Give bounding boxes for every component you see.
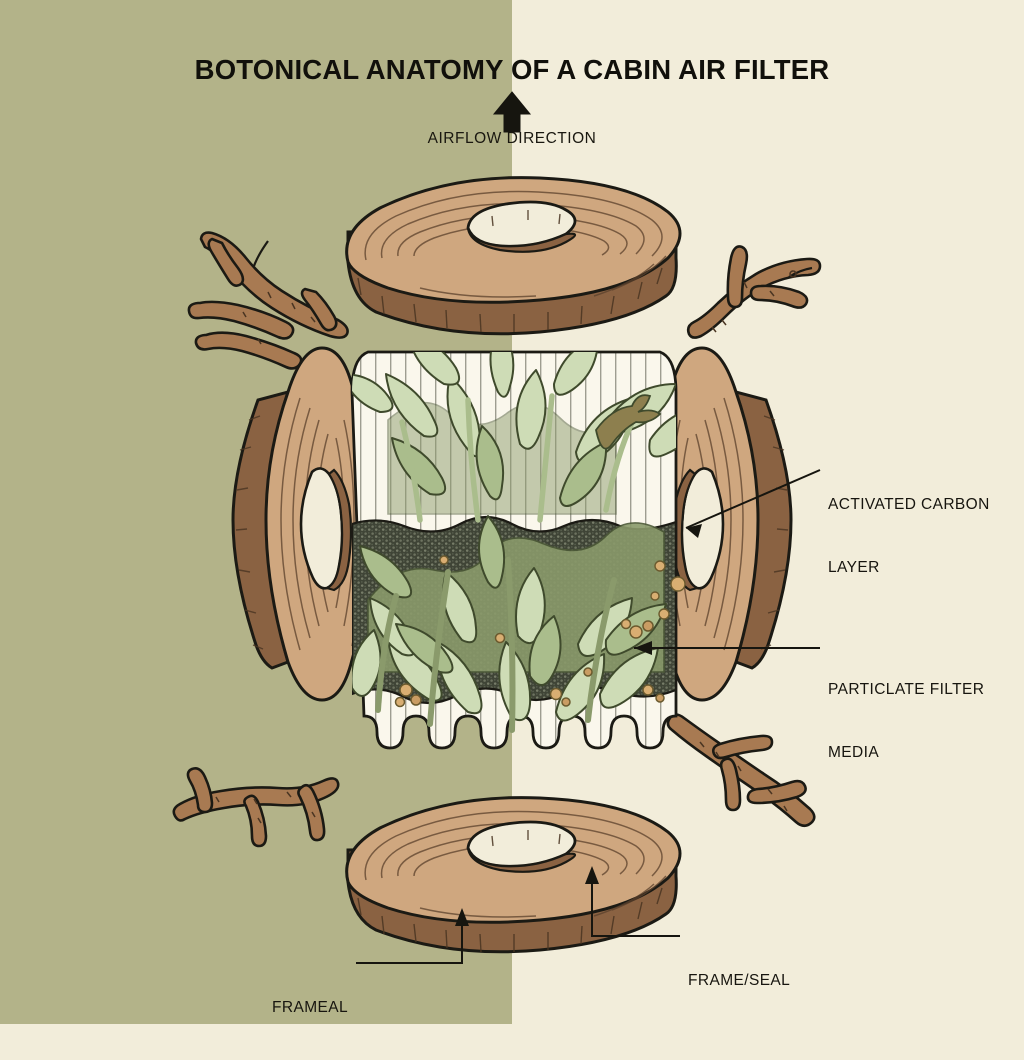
- top-cap-disc: [345, 176, 682, 336]
- callout-activated-carbon: ACTIVATED CARBON LAYER: [828, 452, 990, 620]
- callout-particulate-media-line2: MEDIA: [828, 744, 880, 761]
- filter-body: [350, 350, 686, 750]
- bottom-cap-disc: [345, 796, 682, 954]
- diagram-canvas: BOTONICAL ANATOMY OF A CABIN AIR FILTER …: [0, 0, 990, 1024]
- airflow-label: AIRFLOW DIRECTION: [427, 130, 597, 147]
- airflow-arrow-icon: [492, 91, 532, 133]
- callout-frameal-line1: FRAMEAL: [272, 999, 349, 1016]
- callout-particulate-media-line1: PARTICLATE FILTER: [828, 681, 985, 698]
- right-disc: [650, 346, 793, 702]
- callout-activated-carbon-line2: LAYER: [828, 559, 880, 576]
- twig-top-left: [187, 231, 349, 370]
- twig-bottom-right: [666, 713, 816, 828]
- callout-particulate-media: PARTICLATE FILTER MEDIA: [828, 637, 984, 805]
- twig-top-right: [686, 245, 822, 339]
- callout-activated-carbon-line1: ACTIVATED CARBON: [828, 496, 990, 513]
- airborne-particles: [650, 560, 686, 620]
- callout-frame-seal-line1: FRAME/SEAL: [688, 972, 791, 989]
- callout-frameal: FRAMEAL: [272, 955, 348, 1060]
- callout-leaders: [356, 469, 821, 964]
- twig-bottom-left: [172, 767, 340, 848]
- botanical-filter-illustration: [0, 0, 822, 1024]
- page-title: BOTONICAL ANATOMY OF A CABIN AIR FILTER: [194, 54, 830, 85]
- callout-frame-seal: FRAME/SEAL: [688, 928, 790, 1033]
